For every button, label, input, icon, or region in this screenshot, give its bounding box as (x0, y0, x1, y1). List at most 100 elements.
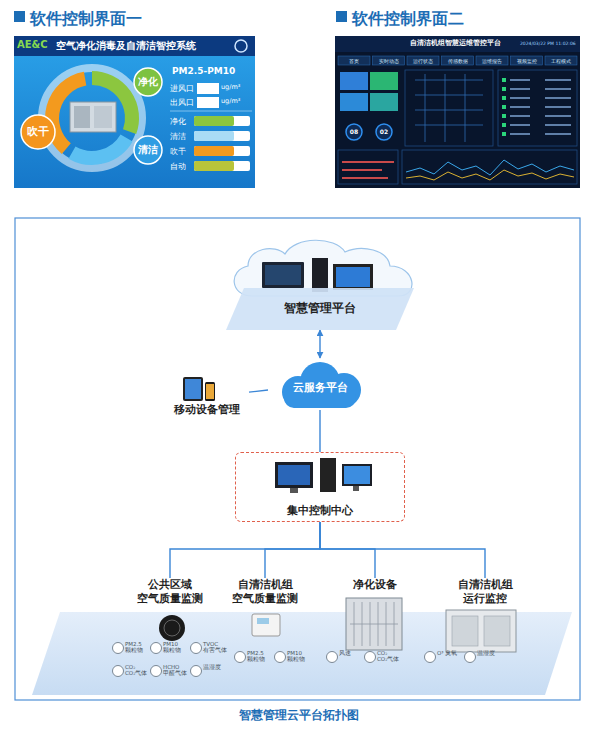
sensor-display (257, 618, 269, 624)
mode-circle (134, 68, 162, 96)
list-panel (498, 70, 577, 146)
node-text: 智慧管理平台 (284, 301, 356, 317)
pc-tower (312, 258, 328, 292)
bar-rows (342, 162, 394, 178)
input-box (197, 97, 219, 108)
mode-bar (194, 161, 250, 171)
chart-panel (338, 150, 398, 184)
title-bar (335, 36, 580, 52)
cloud-node: 云服务平台 (268, 358, 372, 410)
mode-bar-fill (194, 161, 234, 171)
ui-label: 空气净化消毒及自清洁智控系统 (56, 40, 234, 52)
blue-arc (72, 138, 127, 158)
pc-tower (320, 458, 336, 492)
status-tile (370, 72, 398, 90)
ui-label: 2024/03/22 PM 11:02:06 (520, 41, 580, 46)
ui-label: ug/m³ (221, 84, 253, 92)
node-text: 自清洁机组 运行监控 (440, 578, 530, 607)
metric-icon (465, 652, 476, 663)
platform-node: 智慧管理平台 (226, 288, 414, 330)
ui-label: ug/m³ (221, 98, 253, 106)
metric-label: CO₂ CO₂气体 (125, 664, 153, 676)
metric-icon (191, 643, 202, 654)
metric-icon (275, 652, 286, 663)
platform-shape (226, 288, 414, 330)
metric-label: PM2.5 颗粒物 (247, 650, 275, 662)
cloud-shape (282, 362, 361, 408)
status-tile (370, 93, 398, 111)
cleaning-unit (446, 610, 516, 652)
monitor-icon (275, 462, 313, 488)
ui-label: 吹干 (22, 125, 54, 138)
ui-label: 清洁 (134, 144, 162, 156)
ui-label: 清洁 (170, 132, 194, 142)
metric-icon (327, 652, 338, 663)
ui-label: 吹干 (170, 147, 194, 157)
unit-drawing (70, 102, 116, 132)
ui-label: 工程模式 (545, 58, 577, 64)
status-tile (340, 72, 368, 90)
menu-button (338, 56, 370, 65)
monitor-stand (290, 488, 298, 493)
mode-bar (194, 131, 250, 141)
menu-button (545, 56, 577, 65)
monitor-icon (333, 264, 373, 290)
unit-panel (94, 106, 112, 128)
count-circle (346, 124, 362, 140)
mode-circle (21, 115, 55, 149)
metric-label: HCHO 甲醛气体 (163, 664, 191, 676)
ui-label: 08 (346, 128, 362, 135)
mode-bar (194, 116, 250, 126)
ui-label: 实时动态 (373, 58, 405, 64)
ui-label: 运行状态 (407, 58, 439, 64)
menu-button (476, 56, 508, 65)
sensor-ring (164, 620, 180, 636)
mode-bar (194, 146, 250, 156)
menu-button (373, 56, 405, 65)
metric-label: O³ 臭氧 (437, 650, 465, 656)
ui-label: 运维报告 (476, 58, 508, 64)
monitor-screen (265, 265, 301, 285)
topology-node: 自清洁机组 空气质量监测 (220, 578, 310, 640)
divider (170, 111, 252, 112)
menu-button (511, 56, 543, 65)
list-marks (502, 80, 506, 134)
ui-label: 进风口 (170, 84, 198, 93)
mode-bar-fill (194, 131, 234, 141)
metric-icon (151, 643, 162, 654)
metric-label: 风速 (339, 650, 367, 656)
menu-button (442, 56, 474, 65)
monitor-icon (342, 464, 372, 486)
ui-label: 自清洁机组智慧运维管控平台 (398, 40, 512, 48)
topology-node: 公共区域 空气质量监测 (125, 578, 215, 640)
connector (319, 330, 320, 358)
phone-screen (206, 384, 214, 399)
diagram-caption: 智慧管理云平台拓扑图 (0, 708, 597, 722)
metric-icon (113, 643, 124, 654)
monitor-icon (262, 262, 304, 288)
tablet-icon (183, 377, 203, 401)
purifier-cabinet (346, 598, 402, 650)
metric-icon (365, 652, 376, 663)
ui-label: 净化 (134, 76, 162, 88)
sensor-device (159, 615, 185, 641)
screenshot-bg (335, 36, 580, 188)
map-grid (415, 74, 483, 142)
metric-icon (235, 652, 246, 663)
section-square (14, 11, 25, 22)
metric-label: TVOC 有害气体 (203, 641, 231, 653)
metric-label: 温湿度 (203, 664, 231, 670)
unit-door (452, 616, 478, 646)
connector (320, 522, 375, 578)
metric-label: PM10 颗粒物 (163, 641, 191, 653)
gear-icon (235, 40, 247, 52)
base-platform (32, 612, 572, 695)
count-circle (376, 124, 392, 140)
connector (265, 522, 320, 578)
ui-label: 视频监控 (511, 58, 543, 64)
connector (249, 390, 268, 392)
